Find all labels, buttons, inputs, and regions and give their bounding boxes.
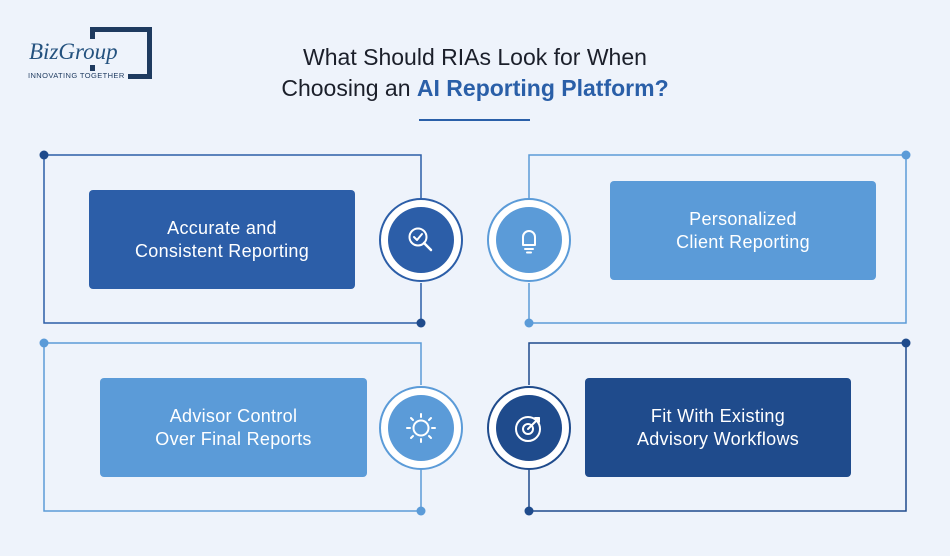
page-title: What Should RIAs Look for When Choosing … bbox=[175, 42, 775, 104]
card-accurate-reporting: Accurate and Consistent Reporting bbox=[89, 190, 355, 289]
title-line-2: Choosing an AI Reporting Platform? bbox=[175, 73, 775, 104]
frame-bottom-right bbox=[524, 338, 911, 516]
title-underline bbox=[419, 119, 530, 121]
card-workflow-fit: Fit With Existing Advisory Workflows bbox=[585, 378, 851, 477]
card-personalized-reporting: Personalized Client Reporting bbox=[610, 181, 876, 280]
logo-wordmark: BizGroup bbox=[26, 39, 121, 65]
brand-logo: BizGroup INNOVATING TOGETHER bbox=[22, 25, 158, 85]
title-highlight: AI Reporting Platform? bbox=[416, 75, 669, 101]
logo-tagline: INNOVATING TOGETHER bbox=[28, 71, 128, 80]
card-advisor-control: Advisor Control Over Final Reports bbox=[100, 378, 367, 477]
target-arrow-icon bbox=[486, 385, 572, 471]
magnifier-check-icon bbox=[378, 197, 464, 283]
frame-top-right bbox=[524, 150, 911, 328]
title-line-2-prefix: Choosing an bbox=[281, 75, 417, 101]
frame-bottom-left bbox=[39, 338, 426, 516]
sun-gear-icon bbox=[378, 385, 464, 471]
title-line-1: What Should RIAs Look for When bbox=[303, 44, 647, 70]
lightbulb-icon bbox=[486, 197, 572, 283]
frame-top-left bbox=[39, 150, 426, 328]
